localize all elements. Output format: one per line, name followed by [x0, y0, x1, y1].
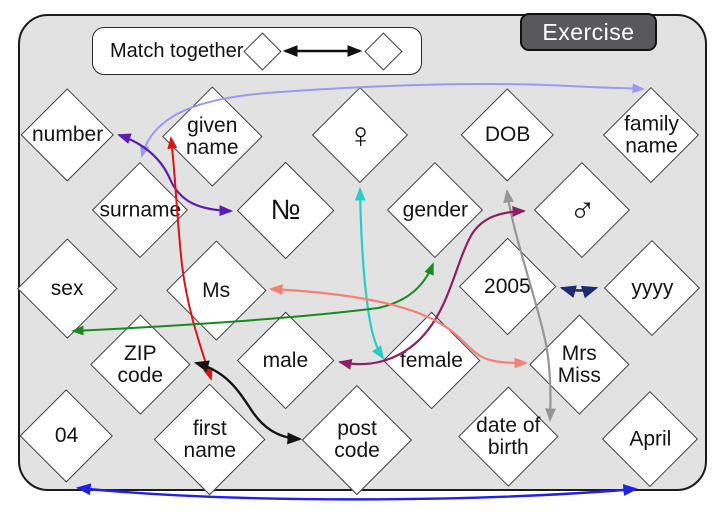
diamond-label-zip-code: ZIP code [117, 341, 163, 386]
diamond-dob[interactable]: DOB [460, 88, 554, 182]
exercise-badge-label: Exercise [542, 18, 635, 45]
legend-label: Match together [110, 39, 244, 62]
diamond-label-first-name: first name [183, 417, 237, 462]
diamond-given-name[interactable]: given name [161, 85, 262, 186]
diamond-label-given-name: given name [185, 113, 239, 158]
diamond-first-name[interactable]: first name [153, 383, 266, 496]
diamond-label-year-2005: 2005 [484, 275, 532, 299]
diamond-label-gender: gender [402, 198, 468, 222]
diamond-ms[interactable]: Ms [165, 239, 266, 340]
diamond-female-symbol[interactable]: ♀ [311, 86, 408, 183]
diamond-legend-diamond-right [363, 31, 402, 70]
diamond-label-male-symbol: ♂ [568, 189, 596, 231]
diamond-mrs-miss[interactable]: Mrs Miss [528, 313, 629, 414]
diamond-zip-code[interactable]: ZIP code [89, 313, 190, 414]
diamond-label-female: female [400, 349, 464, 373]
diamond-male[interactable]: male [236, 311, 335, 410]
diamond-legend-diamond-left [242, 31, 281, 70]
diamond-label-day-04: 04 [54, 424, 78, 448]
diamond-surname[interactable]: surname [91, 161, 188, 258]
diamond-label-april: April [628, 427, 671, 451]
diamond-label-number: number [31, 123, 103, 147]
diamond-gender[interactable]: gender [386, 161, 483, 258]
diamond-female[interactable]: female [382, 311, 481, 410]
diamond-label-male: male [263, 349, 309, 373]
diamond-april[interactable]: April [601, 390, 698, 487]
diamond-male-symbol[interactable]: ♂ [533, 161, 630, 258]
diamond-label-dob: DOB [484, 123, 530, 147]
diamond-label-ms: Ms [201, 278, 230, 302]
diamond-post-code[interactable]: post code [301, 384, 412, 495]
diamond-date-of-birth[interactable]: date of birth [457, 385, 558, 486]
diamond-yyyy[interactable]: yyyy [603, 239, 700, 336]
diamond-label-female-symbol: ♀ [346, 114, 374, 156]
diamond-no-sign[interactable]: № [236, 161, 335, 260]
diamond-family-name[interactable]: family name [602, 86, 699, 183]
diamond-label-yyyy: yyyy [630, 276, 673, 300]
diamond-label-no-sign: № [270, 194, 302, 226]
diamond-sex[interactable]: sex [16, 237, 117, 338]
diamond-label-surname: surname [99, 198, 181, 222]
diamond-label-post-code: post code [334, 417, 380, 462]
diamond-label-family-name: family name [623, 112, 679, 157]
diamond-label-sex: sex [50, 276, 84, 300]
diamond-label-mrs-miss: Mrs Miss [557, 341, 601, 386]
exercise-badge: Exercise [520, 13, 657, 51]
diamond-number[interactable]: number [20, 88, 114, 182]
diamond-year-2005[interactable]: 2005 [458, 237, 557, 336]
diamond-day-04[interactable]: 04 [19, 389, 113, 483]
diamond-label-date-of-birth: date of birth [475, 413, 541, 458]
